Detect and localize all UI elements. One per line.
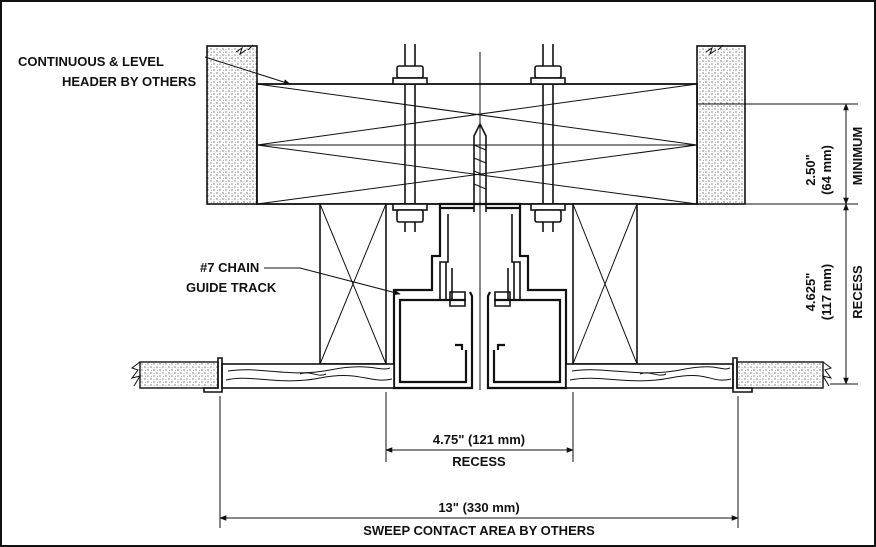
dim-recess-v-note: RECESS — [850, 265, 865, 319]
right-wall — [696, 44, 746, 205]
guide-track-right — [486, 206, 568, 390]
left-anchor-bolt — [392, 44, 428, 232]
dim-sweep-width — [219, 396, 739, 528]
track-label-line2: GUIDE TRACK — [186, 280, 277, 295]
dim-recess-h-note: RECESS — [452, 454, 506, 469]
left-wood-block — [319, 203, 387, 365]
left-wall — [206, 44, 258, 205]
dim-recess-v-metric: (117 mm) — [819, 264, 834, 320]
dim-recess-height — [830, 203, 858, 385]
dim-header-metric: (64 mm) — [819, 145, 834, 195]
track-leader — [264, 267, 401, 296]
guide-track-top — [438, 202, 522, 208]
track-label-line1: #7 CHAIN — [200, 260, 259, 275]
floor-wood-sill — [221, 363, 734, 389]
floor-right-slab — [736, 361, 833, 389]
floor-left-slab — [130, 361, 219, 389]
header-beam — [256, 83, 698, 205]
header-label-line1: CONTINUOUS & LEVEL — [18, 54, 164, 69]
dim-sweep-note: SWEEP CONTACT AREA BY OTHERS — [363, 523, 595, 538]
right-anchor-bolt — [530, 44, 566, 232]
center-fastener — [473, 122, 487, 212]
dim-recess-h-value: 4.75" (121 mm) — [433, 432, 525, 447]
header-leader — [204, 56, 291, 85]
dim-header-height — [697, 103, 858, 205]
dim-recess-width — [385, 392, 574, 462]
dim-header-note: MINIMUM — [850, 127, 865, 186]
threshold-angles — [203, 357, 753, 393]
dim-header-value: 2.50" — [803, 154, 818, 185]
header-label-line2: HEADER BY OTHERS — [62, 74, 196, 89]
guide-track-left — [392, 206, 474, 390]
right-wood-block — [572, 203, 638, 365]
dim-recess-v-value: 4.625" — [803, 273, 818, 312]
dim-sweep-value: 13" (330 mm) — [438, 500, 519, 515]
